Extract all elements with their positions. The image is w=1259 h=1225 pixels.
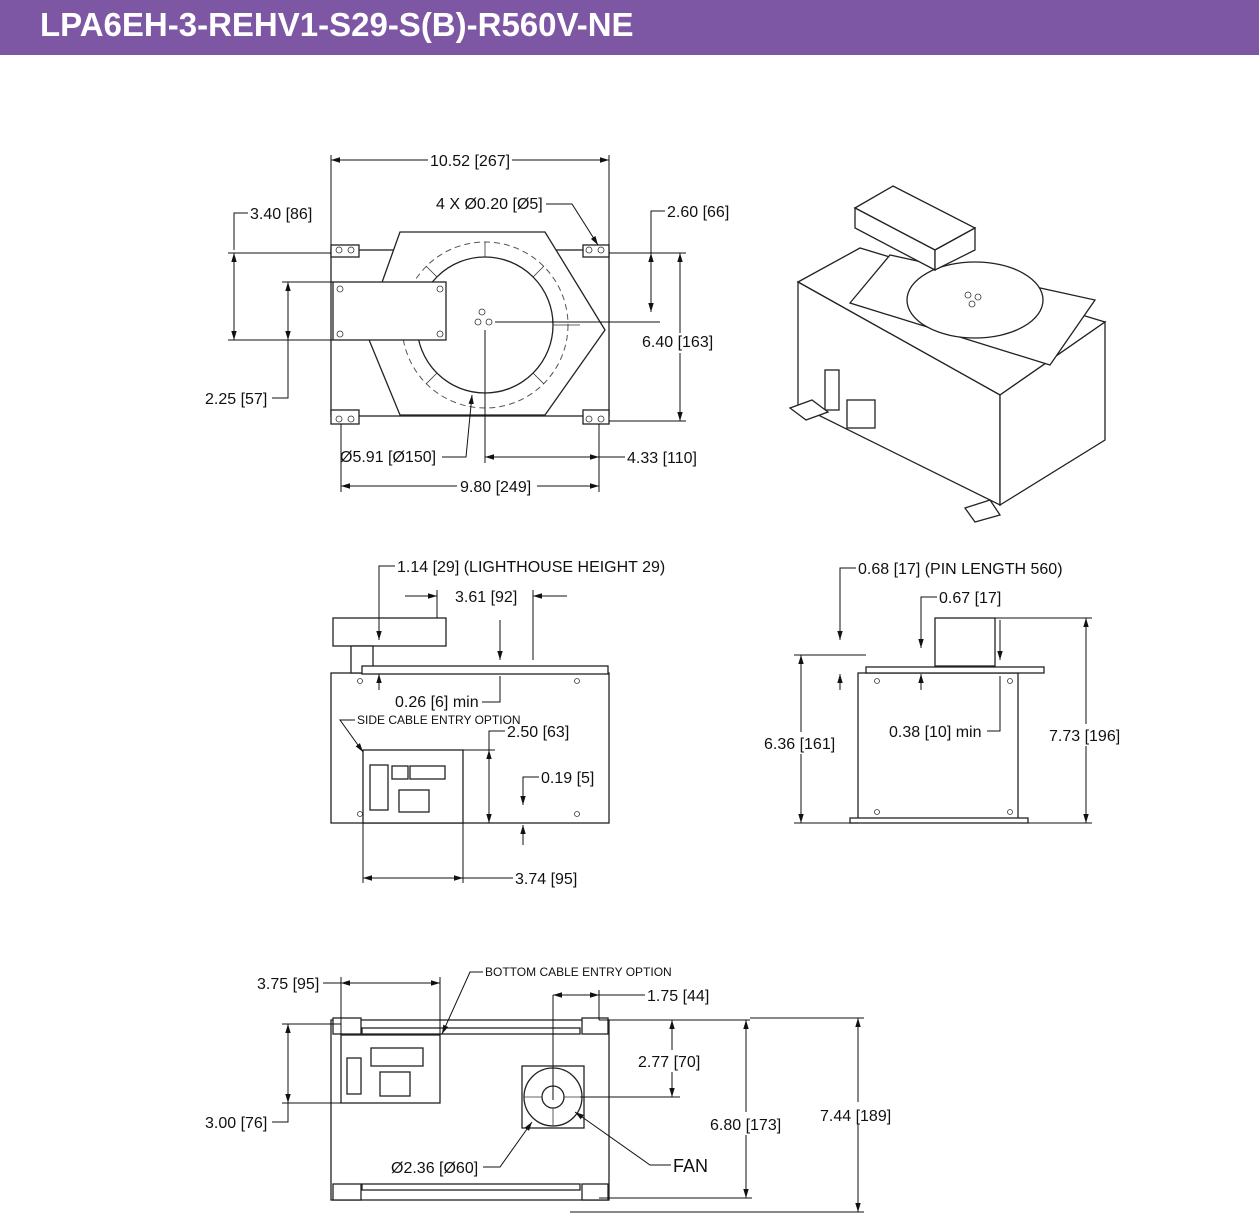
dim-tower-width: 3.61 [92] xyxy=(455,589,517,606)
dim-fan-center: 2.77 [70] xyxy=(638,1054,700,1071)
dim-clearance: 0.26 [6] min xyxy=(395,694,479,711)
dim-platter-dia: Ø5.91 [Ø150] xyxy=(340,449,436,466)
top-view: 10.52 [267] 4 X Ø0.20 [Ø5] 3.40 [86] 2.6… xyxy=(205,153,729,496)
dim-body-height: 6.36 [161] xyxy=(764,736,835,753)
dim-cutout-height: 3.00 [76] xyxy=(205,1115,267,1132)
dim-cutout-width: 3.75 [95] xyxy=(257,976,319,993)
bottom-view: 3.75 [95] BOTTOM CABLE ENTRY OPTION 1.75… xyxy=(205,965,891,1213)
dim-overall-depth: 7.44 [189] xyxy=(820,1108,891,1125)
dim-box-offset: 3.40 [86] xyxy=(250,206,312,223)
dim-side-clearance: 0.38 [10] min xyxy=(889,724,982,741)
label-fan: FAN xyxy=(673,1156,708,1176)
side-view: 0.68 [17] (PIN LENGTH 560) 0.67 [17] 6.3… xyxy=(764,561,1120,824)
dim-overall-width: 10.52 [267] xyxy=(430,153,510,170)
dim-hole-spacing-y: 6.40 [163] xyxy=(642,334,713,351)
note-side-cable: SIDE CABLE ENTRY OPTION xyxy=(357,713,521,727)
dim-hole-spacing-x: 9.80 [249] xyxy=(460,479,531,496)
dim-center-offset: 4.33 [110] xyxy=(627,450,697,467)
page-title: LPA6EH-3-REHV1-S29-S(B)-R560V-NE xyxy=(40,6,634,43)
dimension-drawing: 10.52 [267] 4 X Ø0.20 [Ø5] 3.40 [86] 2.6… xyxy=(205,153,1120,1213)
dim-box-height: 2.25 [57] xyxy=(205,391,267,408)
dim-fan-offset: 1.75 [44] xyxy=(647,988,709,1005)
dim-lighthouse: 1.14 [29] (LIGHTHOUSE HEIGHT 29) xyxy=(397,559,665,576)
dim-right-offset: 2.60 [66] xyxy=(667,204,729,221)
dim-pin-length: 0.68 [17] (PIN LENGTH 560) xyxy=(858,561,1063,578)
dim-panel-height: 2.50 [63] xyxy=(507,724,569,741)
dim-panel-offset: 0.19 [5] xyxy=(541,770,594,787)
dim-hole-spacing-bottom: 6.80 [173] xyxy=(710,1117,781,1134)
dim-pin-top: 0.67 [17] xyxy=(939,590,1001,607)
title-bar: LPA6EH-3-REHV1-S29-S(B)-R560V-NE xyxy=(0,0,1259,55)
dim-fan-dia: Ø2.36 [Ø60] xyxy=(391,1160,478,1177)
dim-holes: 4 X Ø0.20 [Ø5] xyxy=(436,196,543,213)
front-view: 1.14 [29] (LIGHTHOUSE HEIGHT 29) 3.61 [9… xyxy=(330,559,665,888)
isometric-view xyxy=(788,185,1107,523)
dim-panel-width: 3.74 [95] xyxy=(515,871,577,888)
dim-overall-height: 7.73 [196] xyxy=(1049,728,1120,745)
note-bottom-cable: BOTTOM CABLE ENTRY OPTION xyxy=(485,965,672,979)
